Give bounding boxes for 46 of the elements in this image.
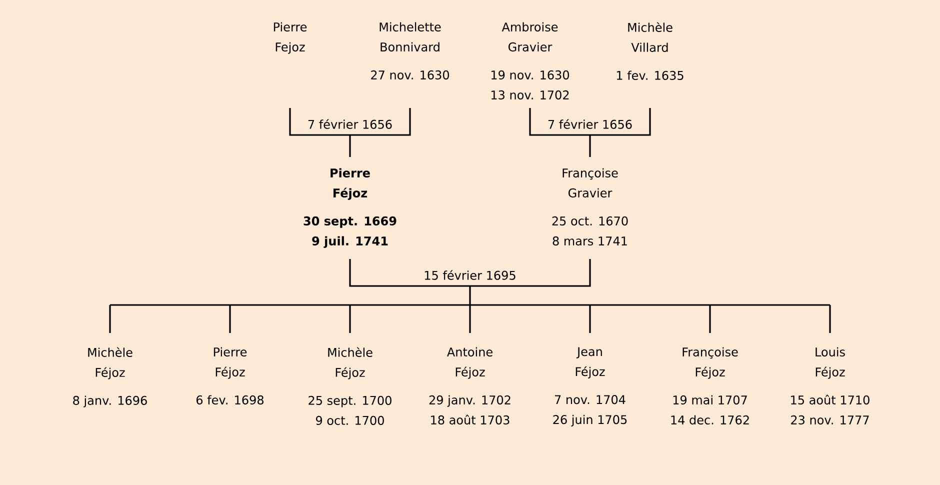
life-date: 15 août 1710 bbox=[791, 394, 870, 404]
life-date: 25 sept. 1700 bbox=[308, 396, 392, 408]
life-date: 26 juin 1705 bbox=[553, 414, 627, 426]
person-name: Pierre Féjoz bbox=[214, 347, 247, 379]
connector-line bbox=[109, 305, 111, 333]
connector-line bbox=[109, 258, 831, 306]
person-name: Michelette Bonnivard bbox=[380, 22, 441, 52]
edge-label: 15 février 1695 bbox=[422, 268, 518, 282]
life-date: 27 nov. 1630 bbox=[371, 70, 450, 80]
life-date: 30 sept. 1669 bbox=[304, 216, 396, 228]
life-date: 8 mars 1741 bbox=[552, 236, 627, 246]
person-name: Michèle Féjoz bbox=[88, 347, 132, 380]
life-date: 19 nov. 1630 bbox=[492, 70, 570, 80]
person-name: Michèle Villard bbox=[628, 22, 672, 52]
connector-line bbox=[709, 305, 711, 333]
connector-line bbox=[289, 107, 411, 158]
person-name: Michèle Féjoz bbox=[328, 347, 372, 380]
person-name: Pierre Fejoz bbox=[274, 22, 307, 54]
life-date: 29 janv. 1702 bbox=[429, 395, 510, 407]
life-date: 18 août 1703 bbox=[431, 414, 510, 424]
edge-label: 7 février 1656 bbox=[306, 118, 394, 130]
life-date: 19 mai 1707 bbox=[673, 395, 747, 404]
life-date: 8 janv. 1696 bbox=[73, 396, 147, 408]
life-date: 6 fev. 1698 bbox=[196, 395, 264, 404]
person-name: Louis Féjoz bbox=[816, 347, 845, 379]
connector-line bbox=[229, 305, 231, 333]
life-date: 23 nov. 1777 bbox=[791, 415, 869, 424]
person-name: Pierre Féjoz bbox=[330, 168, 370, 200]
person-name: Françoise Féjoz bbox=[682, 347, 738, 379]
connector-line bbox=[589, 305, 591, 333]
connector-line bbox=[829, 305, 831, 333]
person-name: Jean Féjoz bbox=[576, 347, 605, 378]
life-date: 9 juil. 1741 bbox=[312, 236, 388, 248]
person-name: Françoise Gravier bbox=[562, 168, 618, 198]
life-date: 13 nov. 1702 bbox=[492, 90, 569, 100]
life-date: 9 oct. 1700 bbox=[316, 416, 384, 425]
life-date: 7 nov. 1704 bbox=[555, 395, 626, 404]
person-name: Ambroise Gravier bbox=[502, 22, 558, 52]
life-date: 14 dec. 1762 bbox=[671, 415, 749, 424]
life-date: 25 oct. 1670 bbox=[552, 216, 628, 226]
edge-label: 7 février 1656 bbox=[546, 118, 634, 130]
connector-line bbox=[469, 305, 471, 333]
life-date: 1 fev. 1635 bbox=[617, 70, 684, 80]
connector-line bbox=[349, 305, 351, 333]
person-name: Antoine Féjoz bbox=[447, 347, 492, 379]
connector-line bbox=[529, 107, 651, 158]
